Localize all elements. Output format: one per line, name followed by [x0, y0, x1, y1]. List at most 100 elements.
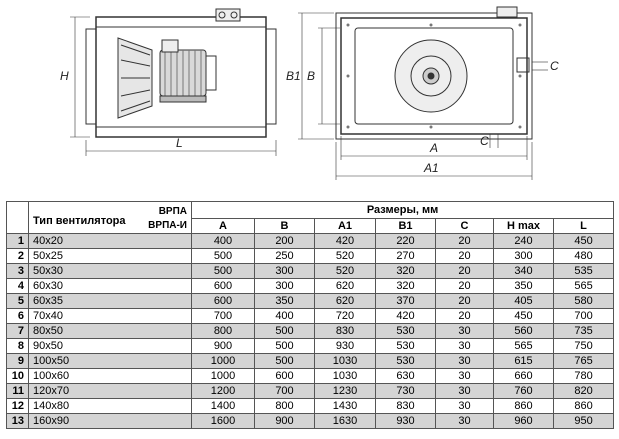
fan-type: 70x40	[28, 308, 192, 324]
cell-hmax: 560	[493, 323, 554, 339]
cell-c: 20	[435, 248, 494, 264]
cell-hmax: 960	[493, 413, 554, 429]
cell-b1: 420	[375, 308, 436, 324]
cell-l: 735	[552, 323, 615, 339]
row-number: 4	[6, 278, 29, 294]
cell-b: 300	[254, 278, 315, 294]
fan-type: 60x35	[28, 293, 192, 309]
cell-c: 30	[435, 383, 494, 399]
cell-c: 30	[435, 353, 494, 369]
cell-a1: 620	[314, 278, 376, 294]
cell-b: 300	[254, 263, 315, 279]
cell-b1: 730	[375, 383, 436, 399]
header-variant-1: ВРПА	[158, 206, 187, 217]
fan-type: 40x20	[28, 233, 192, 249]
cell-hmax: 300	[493, 248, 554, 264]
cell-b1: 530	[375, 353, 436, 369]
cell-b1: 220	[375, 233, 436, 249]
cell-a: 1400	[191, 398, 255, 414]
cell-a: 1000	[191, 368, 255, 384]
row-number: 6	[6, 308, 29, 324]
row-number: 10	[6, 368, 29, 384]
cell-l: 535	[552, 263, 615, 279]
cell-a: 600	[191, 293, 255, 309]
cell-l: 750	[552, 338, 615, 354]
cell-b: 350	[254, 293, 315, 309]
cell-a: 1600	[191, 413, 255, 429]
label-l: L	[176, 136, 183, 150]
cell-b: 400	[254, 308, 315, 324]
cell-b: 500	[254, 353, 315, 369]
cell-l: 580	[552, 293, 615, 309]
cell-a1: 830	[314, 323, 376, 339]
fan-type: 160x90	[28, 413, 192, 429]
row-number: 9	[6, 353, 29, 369]
fan-type: 120x70	[28, 383, 192, 399]
cell-b: 250	[254, 248, 315, 264]
column-header-l: L	[552, 218, 615, 234]
cell-c: 20	[435, 278, 494, 294]
cell-c: 30	[435, 338, 494, 354]
cell-c: 20	[435, 263, 494, 279]
cell-l: 950	[552, 413, 615, 429]
cell-a1: 1030	[314, 368, 376, 384]
fan-type: 100x60	[28, 368, 192, 384]
cell-hmax: 760	[493, 383, 554, 399]
header-type-cell: Тип вентилятора ВРПА ВРПА-И	[28, 201, 192, 234]
cell-b1: 320	[375, 278, 436, 294]
fan-type: 140x80	[28, 398, 192, 414]
cell-hmax: 405	[493, 293, 554, 309]
fan-type: 50x25	[28, 248, 192, 264]
column-header-hmax: H max	[493, 218, 554, 234]
cell-l: 700	[552, 308, 615, 324]
row-number: 3	[6, 263, 29, 279]
cell-a1: 1030	[314, 353, 376, 369]
row-number: 11	[6, 383, 29, 399]
cell-a: 500	[191, 248, 255, 264]
cell-b1: 320	[375, 263, 436, 279]
cell-a1: 620	[314, 293, 376, 309]
row-number: 13	[6, 413, 29, 429]
cell-l: 565	[552, 278, 615, 294]
cell-a: 600	[191, 278, 255, 294]
cell-hmax: 565	[493, 338, 554, 354]
cell-hmax: 350	[493, 278, 554, 294]
cell-b1: 630	[375, 368, 436, 384]
dimensions-table: Тип вентилятора ВРПА ВРПА-И Размеры, мм …	[6, 201, 615, 429]
row-number: 5	[6, 293, 29, 309]
row-number: 1	[6, 233, 29, 249]
fan-type: 80x50	[28, 323, 192, 339]
row-number: 7	[6, 323, 29, 339]
cell-a1: 520	[314, 248, 376, 264]
header-variant-2: ВРПА-И	[148, 220, 187, 231]
row-number: 12	[6, 398, 29, 414]
cell-l: 765	[552, 353, 615, 369]
cell-b1: 830	[375, 398, 436, 414]
cell-a: 400	[191, 233, 255, 249]
cell-hmax: 340	[493, 263, 554, 279]
column-header-b: B	[254, 218, 315, 234]
label-a: A	[429, 141, 438, 155]
cell-l: 860	[552, 398, 615, 414]
cell-c: 30	[435, 413, 494, 429]
label-c-bottom: C	[480, 134, 489, 148]
cell-a: 1000	[191, 353, 255, 369]
cell-b: 500	[254, 338, 315, 354]
cell-b1: 530	[375, 323, 436, 339]
cell-a1: 1430	[314, 398, 376, 414]
header-sizes: Размеры, мм	[190, 201, 615, 219]
cell-hmax: 240	[493, 233, 554, 249]
row-number: 2	[6, 248, 29, 264]
header-type-label: Тип вентилятора	[33, 215, 126, 227]
row-number: 8	[6, 338, 29, 354]
label-a1: A1	[423, 161, 439, 175]
label-b: B	[307, 69, 315, 83]
